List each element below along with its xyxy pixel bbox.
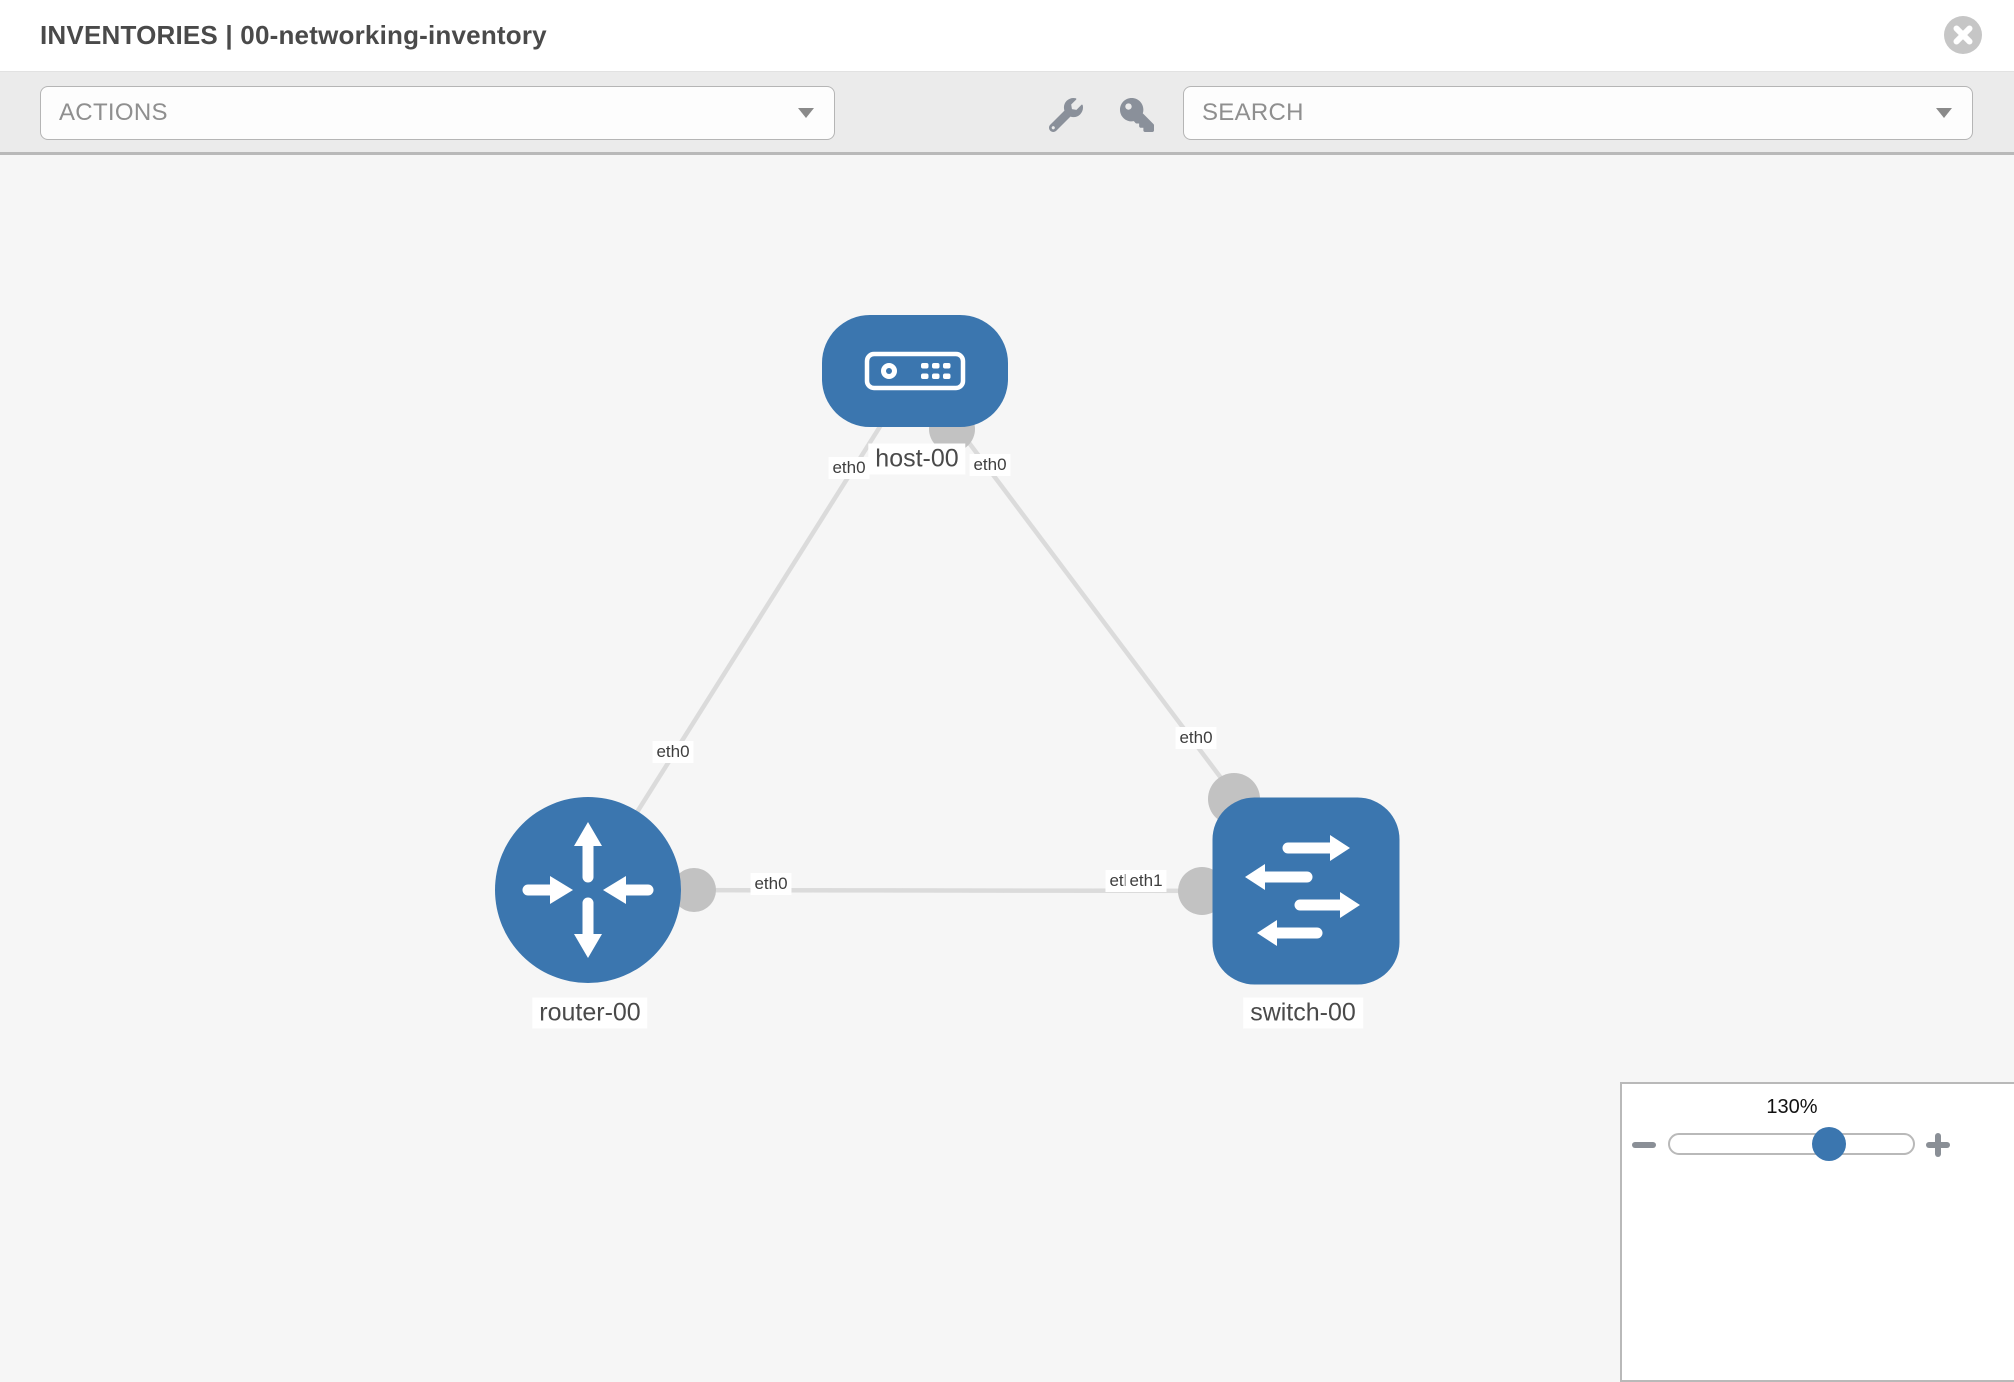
- chevron-down-icon: [1936, 108, 1952, 118]
- key-button[interactable]: [1120, 98, 1154, 132]
- topology-canvas[interactable]: eth0eth0eth0eth0eth0eth0eth1host-00route…: [0, 155, 2014, 1382]
- zoom-in-button[interactable]: [1925, 1132, 1951, 1158]
- interface-label: eth0: [1175, 727, 1217, 749]
- interface-label: eth0: [652, 741, 694, 763]
- node-host-00[interactable]: [822, 315, 1008, 427]
- search-dropdown-label: SEARCH: [1202, 99, 1304, 126]
- actions-dropdown[interactable]: ACTIONS: [40, 86, 835, 140]
- actions-dropdown-label: ACTIONS: [59, 99, 168, 126]
- key-icon: [1120, 98, 1154, 132]
- server-icon: [864, 351, 966, 391]
- switch-icon: [1245, 835, 1360, 946]
- interface-label: eth0: [969, 454, 1011, 476]
- port-circle: [672, 868, 716, 912]
- topology-graph: [495, 315, 1400, 985]
- close-button[interactable]: [1943, 15, 1983, 55]
- node-label-host-00: host-00: [868, 443, 966, 475]
- chevron-down-icon: [798, 108, 814, 118]
- interface-label: eth0: [828, 457, 870, 479]
- zoom-level: 130%: [1766, 1096, 1818, 1118]
- header: INVENTORIES | 00-networking-inventory: [0, 0, 2014, 71]
- node-label-switch-00: switch-00: [1243, 997, 1363, 1029]
- page-title: INVENTORIES | 00-networking-inventory: [40, 20, 547, 50]
- zoom-out-button[interactable]: [1631, 1132, 1657, 1158]
- zoom-slider-thumb[interactable]: [1812, 1127, 1846, 1161]
- node-router-00[interactable]: [495, 797, 681, 983]
- wrench-icon: [1048, 98, 1083, 133]
- zoom-slider[interactable]: [1668, 1127, 1915, 1161]
- node-label-router-00: router-00: [532, 997, 648, 1029]
- interface-label: eth0: [750, 873, 792, 895]
- toolbar: ACTIONS SEARCH: [0, 71, 2014, 155]
- close-icon: [1944, 16, 1982, 54]
- node-switch-00[interactable]: [1212, 797, 1400, 985]
- interface-label: eth1: [1125, 870, 1167, 892]
- search-dropdown[interactable]: SEARCH: [1183, 86, 1973, 140]
- zoom-panel: 130%: [1620, 1082, 2014, 1382]
- wrench-button[interactable]: [1048, 98, 1083, 133]
- router-icon: [522, 822, 654, 958]
